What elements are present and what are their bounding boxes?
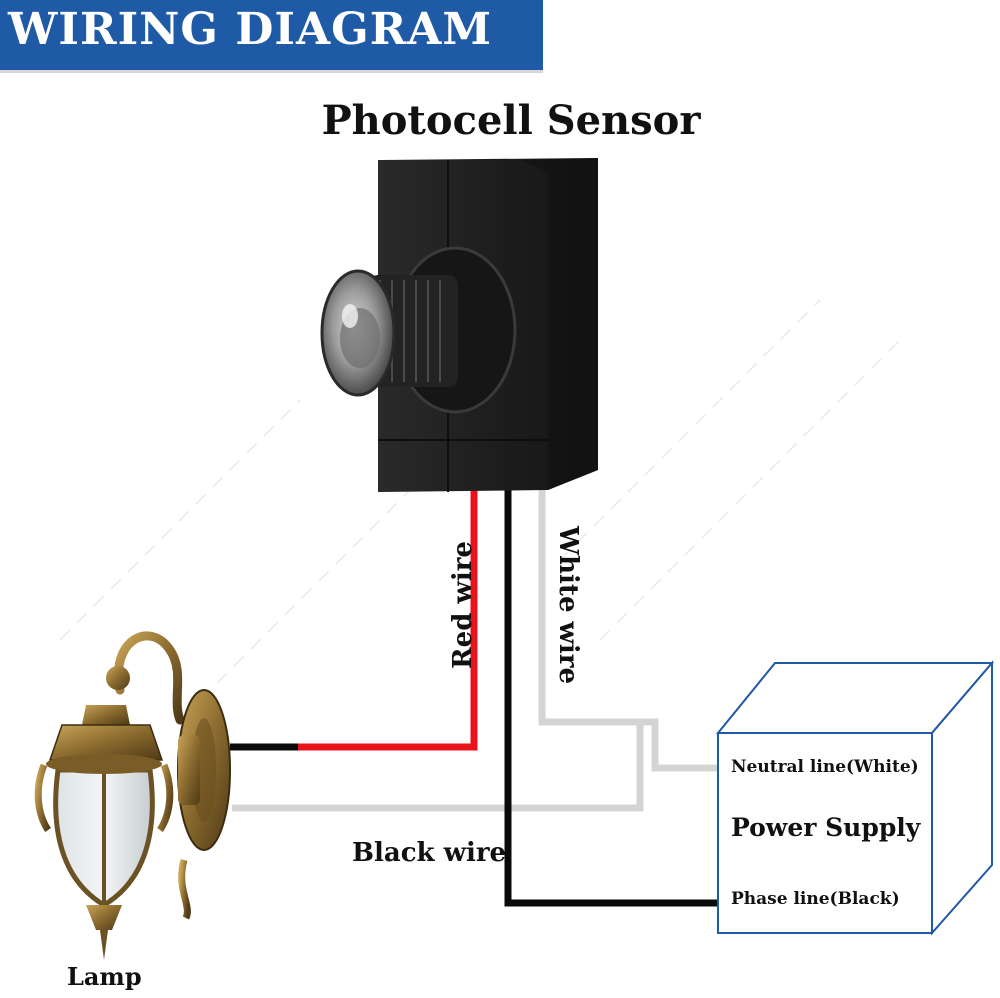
- power-supply-title: Power Supply: [731, 813, 921, 842]
- photocell-sensor: [320, 158, 598, 492]
- power-supply-box: [715, 660, 995, 936]
- sensor-title: Photocell Sensor: [321, 97, 701, 144]
- lamp-illustration: [34, 631, 231, 960]
- black-wire: [504, 480, 718, 907]
- phase-line-label: Phase line(Black): [731, 889, 900, 909]
- banner-title: WIRING DIAGRAM: [8, 4, 493, 55]
- lamp-label: Lamp: [67, 962, 142, 991]
- white-wire-label: White wire: [553, 525, 584, 685]
- black-wire-label: Black wire: [352, 838, 507, 868]
- neutral-line-label: Neutral line(White): [731, 757, 919, 777]
- title-banner: WIRING DIAGRAM: [0, 0, 543, 70]
- red-wire: [298, 480, 478, 751]
- background-dashes: [59, 299, 901, 701]
- white-wire-to-neutral: [640, 718, 718, 772]
- red-wire-label: Red wire: [447, 541, 478, 669]
